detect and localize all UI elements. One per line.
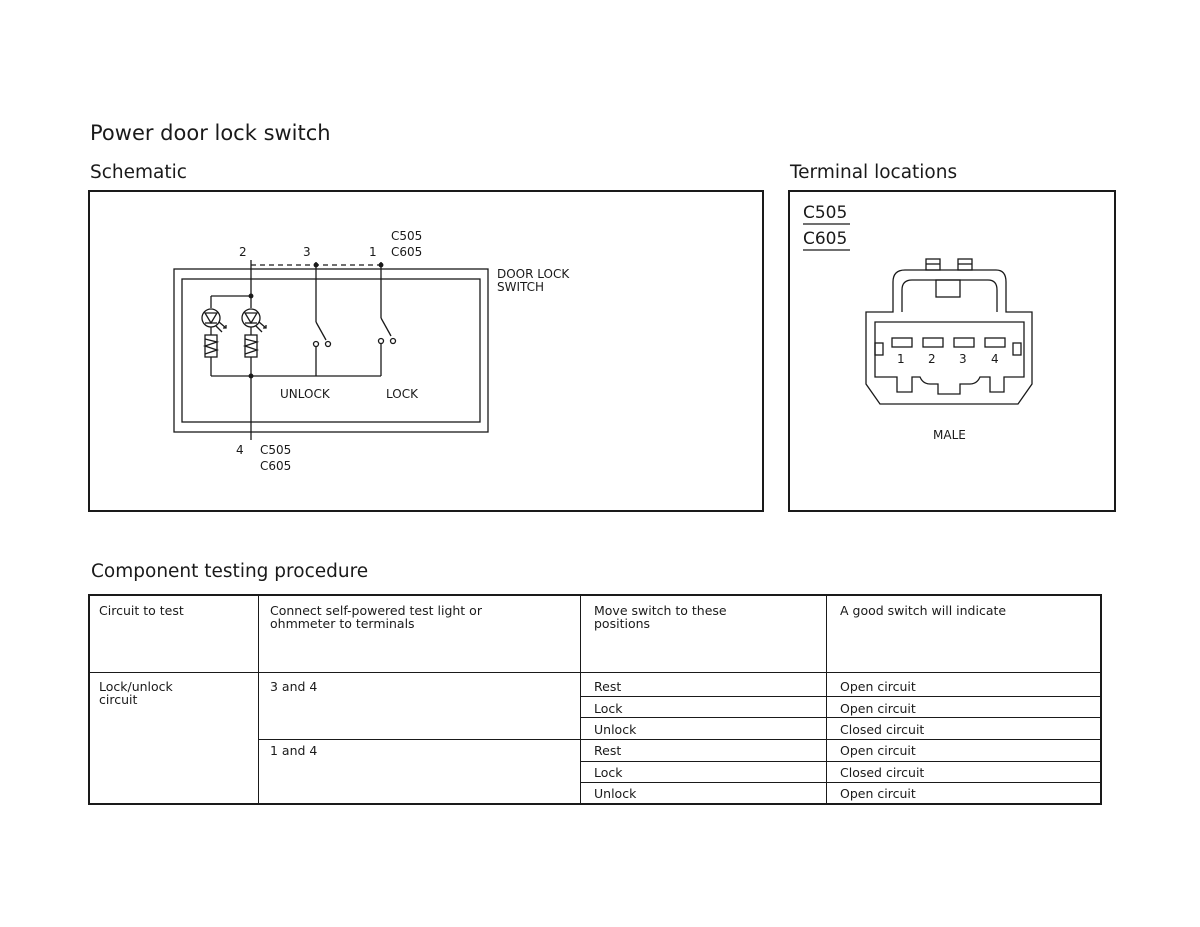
header-positions: Move switch to these positions xyxy=(594,603,727,631)
page-title: Power door lock switch xyxy=(90,121,331,145)
result-cell: Closed circuit xyxy=(840,722,925,737)
position-cell: Unlock xyxy=(594,722,637,737)
testing-heading: Component testing procedure xyxy=(91,561,369,582)
terminals-cell: 3 and 4 xyxy=(270,679,318,694)
terminal-pin-4: 4 xyxy=(991,352,999,366)
terminal-pin-1: 1 xyxy=(897,352,905,366)
switch-housing-inner xyxy=(181,278,481,423)
switch-name-line1: DOOR LOCK xyxy=(497,267,570,281)
position-cell: Unlock xyxy=(594,786,637,801)
indicator-led-right xyxy=(241,308,261,328)
testing-table: Circuit to test Connect self-powered tes… xyxy=(88,594,1102,805)
position-cell: Lock xyxy=(594,765,623,780)
position-cell: Rest xyxy=(594,679,622,694)
unlock-label: UNLOCK xyxy=(280,387,331,401)
connector-id-a: C505 xyxy=(803,203,847,223)
switch-name-line2: SWITCH xyxy=(497,280,544,294)
position-cell: Rest xyxy=(594,743,622,758)
circuit-cell: Lock/unlock circuit xyxy=(99,679,173,707)
result-cell: Open circuit xyxy=(840,743,916,758)
header-terminals: Connect self-powered test light or ohmme… xyxy=(270,603,482,631)
result-cell: Open circuit xyxy=(840,786,916,801)
terminals-cell: 1 and 4 xyxy=(270,743,318,758)
switch-housing-outer xyxy=(173,268,489,433)
terminal-pin-2: 2 xyxy=(928,352,936,366)
connector-gender: MALE xyxy=(933,428,966,442)
pin-label-4: 4 xyxy=(236,443,244,457)
header-circuit: Circuit to test xyxy=(99,603,184,618)
result-cell: Open circuit xyxy=(840,679,916,694)
connector-id-b: C605 xyxy=(803,229,847,249)
result-cell: Open circuit xyxy=(840,701,916,716)
lock-label: LOCK xyxy=(386,387,419,401)
result-cell: Closed circuit xyxy=(840,765,925,780)
pin-label-1: 1 xyxy=(369,245,377,259)
connector-face-diagram: C505 C605 xyxy=(803,203,1033,442)
connector-body xyxy=(865,258,1033,405)
schematic-heading: Schematic xyxy=(90,162,187,183)
terminals-heading: Terminal locations xyxy=(790,162,958,183)
header-indication: A good switch will indicate xyxy=(840,603,1007,618)
pin-label-3: 3 xyxy=(303,245,311,259)
indicator-led-left xyxy=(201,308,221,328)
schematic-panel: 2 3 1 C505 C605 DOOR LOCK SWITCH UNLOCK … xyxy=(88,190,764,512)
connector-label-bottom-a: C505 xyxy=(260,443,291,457)
terminals-panel: C505 C605 xyxy=(788,190,1116,512)
schematic-diagram: 2 3 1 C505 C605 DOOR LOCK SWITCH UNLOCK … xyxy=(173,229,570,473)
position-cell: Lock xyxy=(594,701,623,716)
pin-label-2: 2 xyxy=(239,245,247,259)
connector-label-bottom-b: C605 xyxy=(260,459,291,473)
connector-label-top-b: C605 xyxy=(391,245,422,259)
terminal-pin-3: 3 xyxy=(959,352,967,366)
connector-label-top-a: C505 xyxy=(391,229,422,243)
